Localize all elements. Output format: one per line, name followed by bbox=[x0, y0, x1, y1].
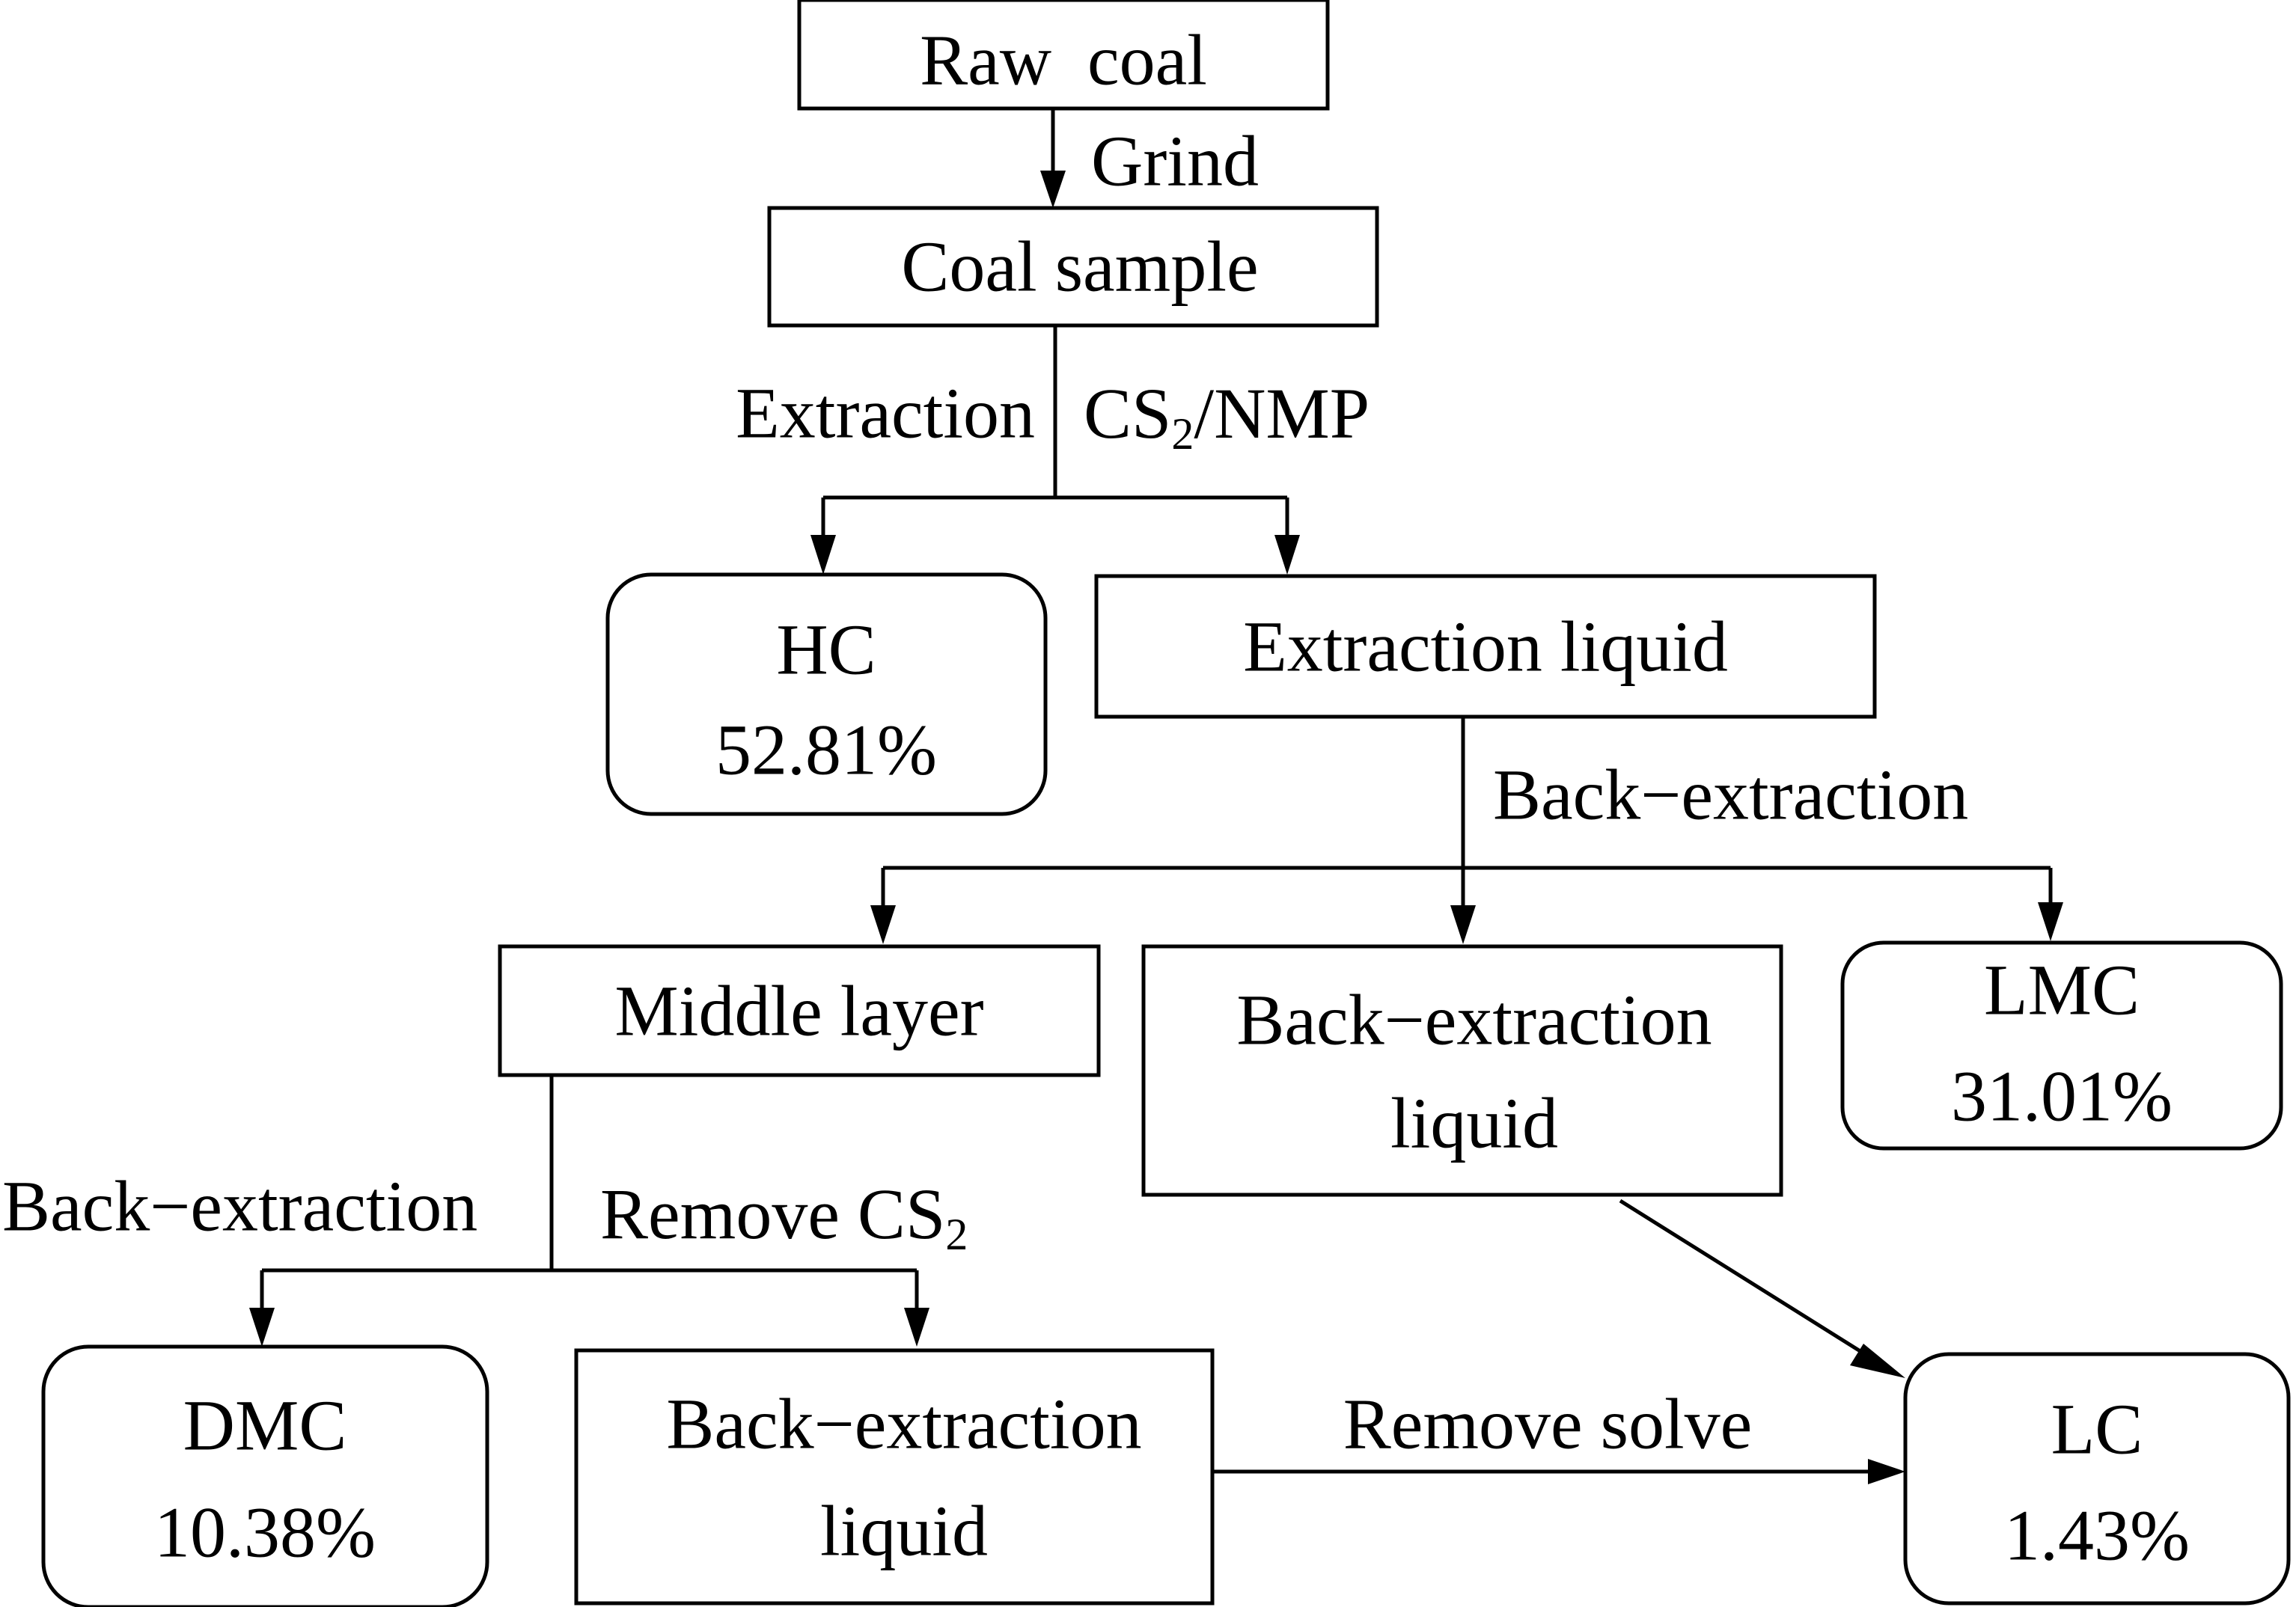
edge-label-remove-cs2-main: Remove CS bbox=[600, 1174, 945, 1254]
node-lmc: LMC 31.01% bbox=[1840, 940, 2283, 1151]
node-back-extraction-liquid-2-line2: liquid bbox=[820, 1491, 988, 1571]
node-back-extraction-liquid-1-line2: liquid bbox=[1390, 1083, 1558, 1163]
edge-label-grind: Grind bbox=[1091, 121, 1259, 201]
arrowhead-back-extraction-liquid-1 bbox=[1450, 905, 1476, 944]
node-coal-sample-label: Coal sample bbox=[901, 227, 1258, 307]
edge-label-back-extraction-1: Back−extraction bbox=[1493, 755, 1968, 835]
node-extraction-liquid-label: Extraction liquid bbox=[1243, 607, 1728, 687]
connectors bbox=[262, 108, 2051, 1273]
edge-label-extraction: Extraction bbox=[736, 373, 1035, 453]
arrowhead-coal-sample bbox=[1040, 171, 1066, 208]
node-middle-layer: Middle layer bbox=[498, 944, 1101, 1077]
arrowheads bbox=[249, 171, 2063, 1484]
node-lmc-label: LMC bbox=[1984, 950, 2140, 1030]
node-hc-value: 52.81% bbox=[715, 710, 937, 790]
arrowhead-lc-horizontal bbox=[1868, 1459, 1905, 1484]
node-raw-coal-label: Raw coal bbox=[920, 20, 1207, 100]
node-back-extraction-liquid-2-line1: Back−extraction bbox=[666, 1384, 1141, 1464]
node-lc-value: 1.43% bbox=[2004, 1496, 2190, 1576]
arrowhead-hc bbox=[810, 535, 836, 575]
arrowhead-lc-diagonal bbox=[1850, 1344, 1905, 1378]
edge-label-remove-solve: Remove solve bbox=[1343, 1384, 1753, 1464]
edge-label-solvent: CS2/NMP bbox=[1084, 373, 1370, 459]
arrowhead-back-extraction-liquid-2 bbox=[904, 1308, 929, 1347]
node-middle-layer-label: Middle layer bbox=[614, 971, 983, 1051]
node-coal-sample: Coal sample bbox=[767, 206, 1379, 328]
edge-label-solvent-main: CS bbox=[1084, 373, 1171, 453]
edge-label-solvent-tail: /NMP bbox=[1194, 373, 1370, 453]
node-raw-coal: Raw coal bbox=[797, 0, 1330, 111]
node-lc: LC 1.43% bbox=[1903, 1352, 2291, 1606]
edge-label-back-extraction-2: Back−extraction bbox=[2, 1166, 477, 1246]
node-hc: HC 52.81% bbox=[605, 572, 1048, 816]
node-back-extraction-liquid-1: Back−extraction liquid bbox=[1141, 944, 1783, 1197]
edge-label-remove-cs2: Remove CS2 bbox=[600, 1174, 968, 1260]
node-back-extraction-liquid-2: Back−extraction liquid bbox=[574, 1348, 1215, 1606]
node-hc-label: HC bbox=[776, 610, 876, 690]
edge-label-solvent-sub: 2 bbox=[1171, 409, 1194, 459]
node-dmc-label: DMC bbox=[183, 1386, 347, 1466]
node-extraction-liquid: Extraction liquid bbox=[1094, 574, 1877, 719]
node-dmc: DMC 10.38% bbox=[41, 1344, 489, 1607]
arrowhead-extraction-liquid bbox=[1274, 535, 1300, 575]
node-lc-label: LC bbox=[2051, 1389, 2143, 1469]
edge-label-remove-cs2-sub: 2 bbox=[945, 1210, 968, 1259]
arrowhead-dmc bbox=[249, 1308, 275, 1347]
node-back-extraction-liquid-1-line1: Back−extraction bbox=[1236, 980, 1712, 1060]
node-dmc-value: 10.38% bbox=[154, 1493, 376, 1573]
node-lmc-value: 31.01% bbox=[1951, 1056, 2173, 1136]
arrowhead-lmc bbox=[2038, 902, 2063, 941]
arrowhead-middle-layer bbox=[870, 905, 896, 944]
